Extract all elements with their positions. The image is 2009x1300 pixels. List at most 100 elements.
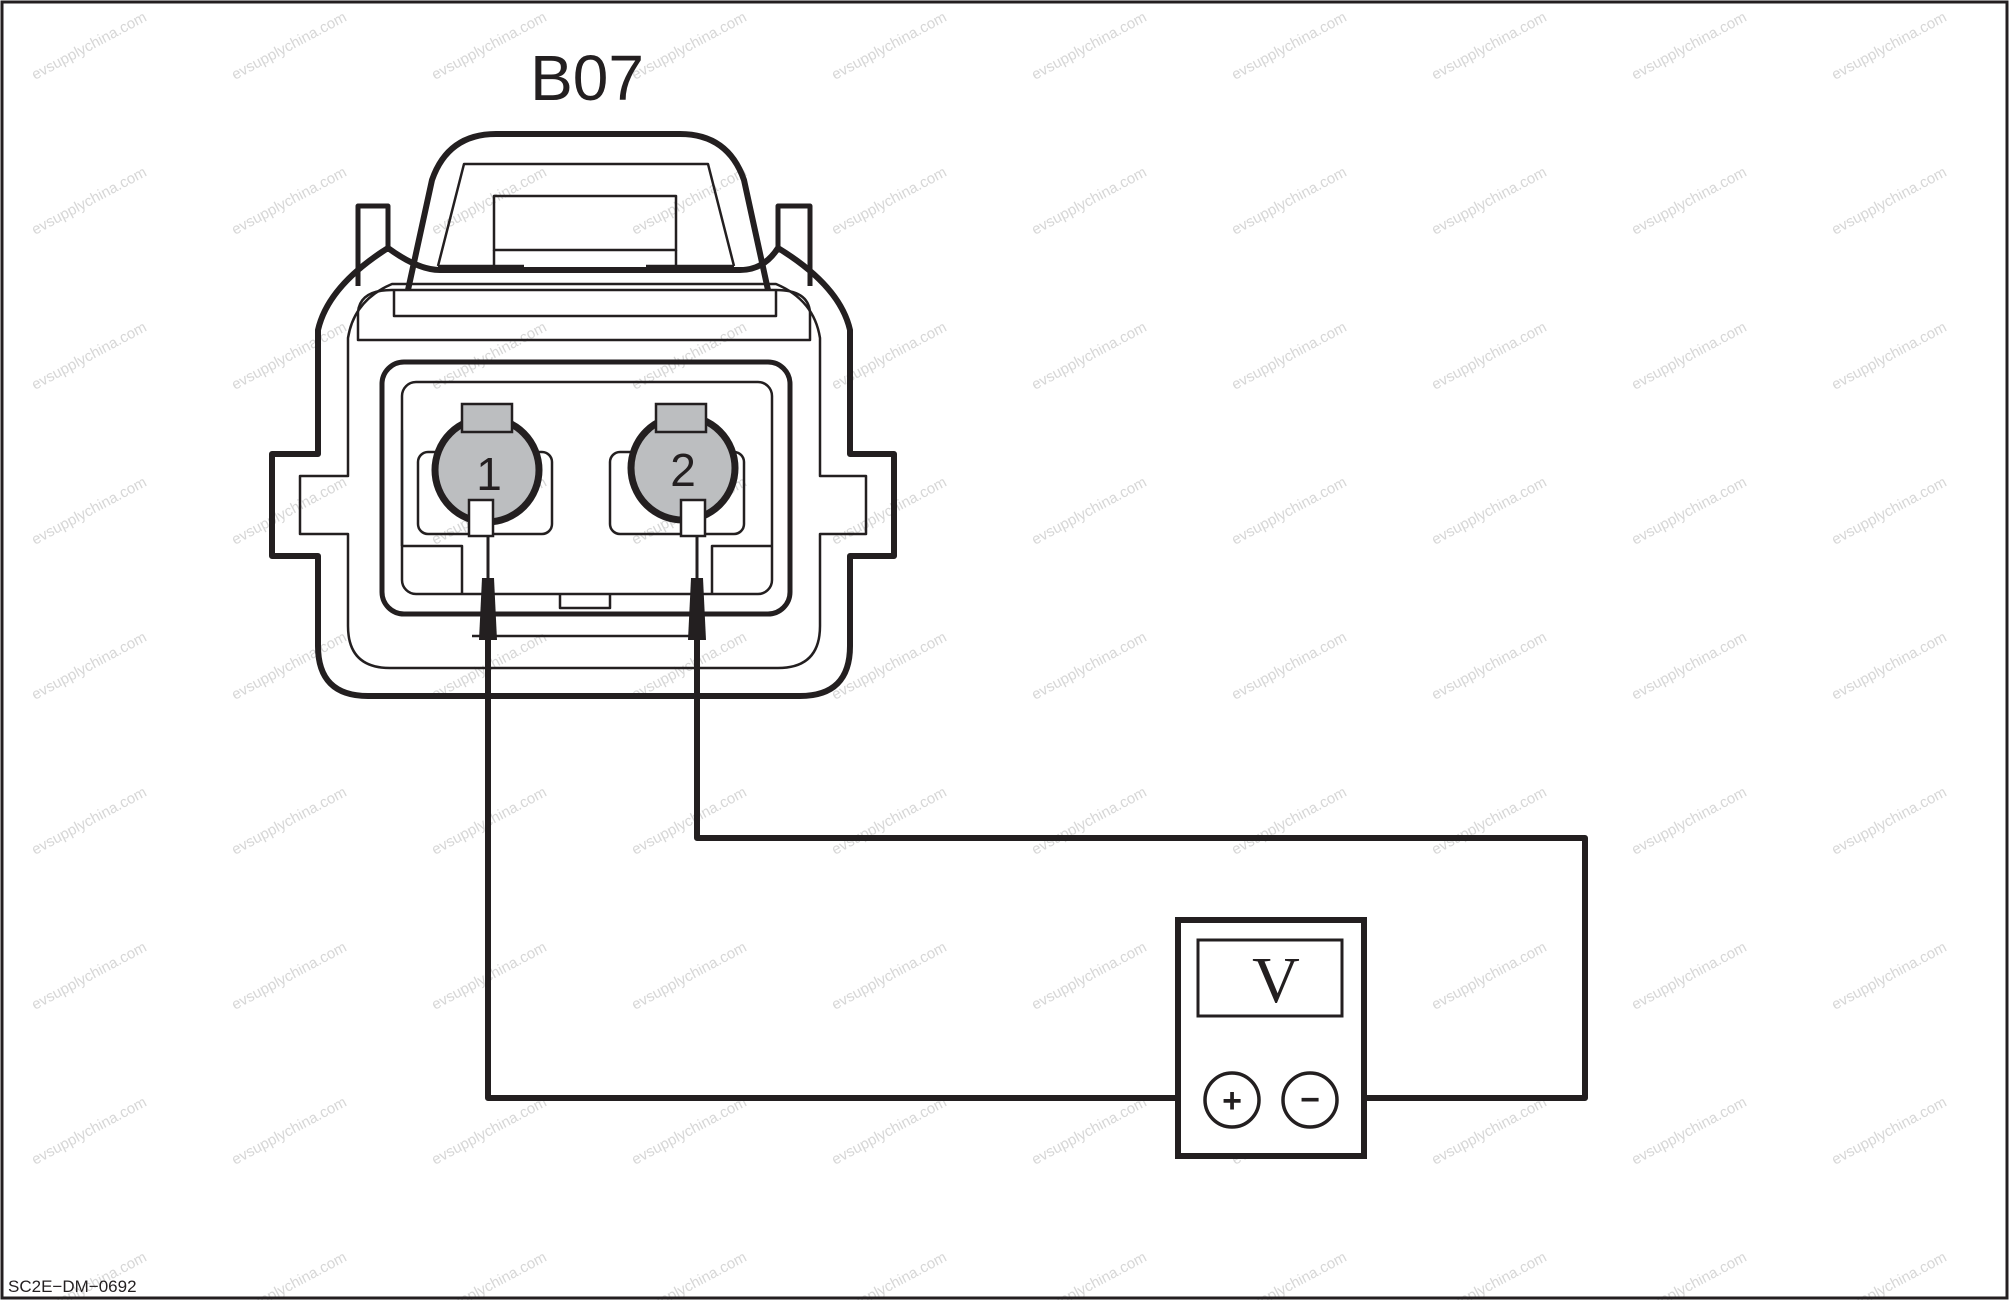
terminal-cavity bbox=[379, 359, 793, 617]
latch-inner bbox=[436, 162, 736, 267]
watermark-text: evsupplychina.com bbox=[1829, 319, 1950, 394]
watermark-text: evsupplychina.com bbox=[1029, 1249, 1150, 1300]
watermark-text: evsupplychina.com bbox=[1829, 1249, 1950, 1300]
watermark-text: evsupplychina.com bbox=[829, 474, 950, 549]
watermark-text: evsupplychina.com bbox=[829, 9, 950, 84]
watermark-text: evsupplychina.com bbox=[1829, 9, 1950, 84]
watermark-text: evsupplychina.com bbox=[1429, 784, 1550, 859]
latch-window bbox=[492, 194, 678, 252]
watermark-text: evsupplychina.com bbox=[1629, 939, 1750, 1014]
watermark-text: evsupplychina.com bbox=[29, 939, 150, 1014]
watermark-text: evsupplychina.com bbox=[1829, 629, 1950, 704]
watermark-text: evsupplychina.com bbox=[1629, 1249, 1750, 1300]
watermark-text: evsupplychina.com bbox=[1029, 164, 1150, 239]
watermark-text: evsupplychina.com bbox=[1229, 9, 1350, 84]
probe-pin-2 bbox=[688, 536, 706, 640]
watermark-text: evsupplychina.com bbox=[1429, 474, 1550, 549]
watermark-text: evsupplychina.com bbox=[1629, 9, 1750, 84]
watermark-text: evsupplychina.com bbox=[829, 784, 950, 859]
watermark-text: evsupplychina.com bbox=[1229, 319, 1350, 394]
watermark-text: evsupplychina.com bbox=[229, 9, 350, 84]
connector-latch bbox=[405, 131, 771, 291]
negative-terminal-sign: − bbox=[1300, 1081, 1320, 1119]
figure-id: SC2E−DM−0692 bbox=[8, 1277, 137, 1296]
watermark-text: evsupplychina.com bbox=[1429, 1249, 1550, 1300]
watermark-text: evsupplychina.com bbox=[29, 629, 150, 704]
watermark-text: evsupplychina.com bbox=[29, 164, 150, 239]
watermark-text: evsupplychina.com bbox=[1029, 319, 1150, 394]
wire-pin-1-to-positive bbox=[485, 640, 1205, 1101]
watermark-text: evsupplychina.com bbox=[1429, 164, 1550, 239]
watermark-text: evsupplychina.com bbox=[1029, 474, 1150, 549]
connector-label: B07 bbox=[530, 42, 644, 114]
watermark-text: evsupplychina.com bbox=[829, 1249, 950, 1300]
watermark-text: evsupplychina.com bbox=[1029, 784, 1150, 859]
watermark-text: evsupplychina.com bbox=[1229, 784, 1350, 859]
watermark-text: evsupplychina.com bbox=[1429, 629, 1550, 704]
pin-2-number: 2 bbox=[670, 444, 696, 496]
connector-housing bbox=[269, 245, 897, 699]
watermark-text: evsupplychina.com bbox=[1629, 164, 1750, 239]
watermark-text: evsupplychina.com bbox=[1629, 784, 1750, 859]
watermark-text: evsupplychina.com bbox=[1029, 629, 1150, 704]
watermark-text: evsupplychina.com bbox=[829, 939, 950, 1014]
voltmeter-display bbox=[1196, 938, 1344, 1018]
pin-1-number: 1 bbox=[476, 448, 502, 500]
watermark-text: evsupplychina.com bbox=[1629, 319, 1750, 394]
watermark-text: evsupplychina.com bbox=[229, 319, 350, 394]
watermark-text: evsupplychina.com bbox=[1629, 1094, 1750, 1169]
watermark-text: evsupplychina.com bbox=[1829, 164, 1950, 239]
watermark-text: evsupplychina.com bbox=[829, 164, 950, 239]
watermark-text: evsupplychina.com bbox=[829, 1094, 950, 1169]
watermark-text: evsupplychina.com bbox=[629, 939, 750, 1014]
positive-terminal-sign: + bbox=[1222, 1082, 1242, 1120]
watermark-text: evsupplychina.com bbox=[229, 1094, 350, 1169]
watermark-text: evsupplychina.com bbox=[429, 1094, 550, 1169]
right-guide-post bbox=[775, 203, 813, 286]
pin-1: 1 bbox=[416, 402, 554, 538]
watermark-text: evsupplychina.com bbox=[1029, 9, 1150, 84]
watermark-text: evsupplychina.com bbox=[1029, 939, 1150, 1014]
watermark-text: evsupplychina.com bbox=[29, 474, 150, 549]
watermark-text: evsupplychina.com bbox=[229, 629, 350, 704]
watermark-text: evsupplychina.com bbox=[1829, 474, 1950, 549]
watermark-text: evsupplychina.com bbox=[29, 1094, 150, 1169]
watermark-text: evsupplychina.com bbox=[1629, 474, 1750, 549]
watermark-text: evsupplychina.com bbox=[629, 164, 750, 239]
watermark-text: evsupplychina.com bbox=[1629, 629, 1750, 704]
watermark-text: evsupplychina.com bbox=[29, 9, 150, 84]
watermark-text: evsupplychina.com bbox=[629, 9, 750, 84]
wire-pin-2-to-negative bbox=[694, 640, 1588, 1101]
housing-inner-line bbox=[298, 282, 868, 670]
probe-pin-1 bbox=[479, 536, 497, 640]
negative-terminal bbox=[1281, 1071, 1339, 1129]
watermark-text: evsupplychina.com bbox=[229, 474, 350, 549]
watermark-text: evsupplychina.com bbox=[1829, 1094, 1950, 1169]
watermark-text: evsupplychina.com bbox=[229, 164, 350, 239]
watermark-text: evsupplychina.com bbox=[1429, 9, 1550, 84]
watermark-text: evsupplychina.com bbox=[429, 1249, 550, 1300]
watermark-text: evsupplychina.com bbox=[629, 1249, 750, 1300]
cavity-divider bbox=[558, 594, 612, 610]
watermark-text: evsupplychina.com bbox=[1229, 629, 1350, 704]
watermark-text: evsupplychina.com bbox=[229, 1249, 350, 1300]
watermark-text: evsupplychina.com bbox=[629, 784, 750, 859]
voltmeter-symbol: V bbox=[1252, 944, 1300, 1017]
left-guide-post bbox=[355, 203, 391, 286]
pin-2: 2 bbox=[608, 402, 746, 538]
watermark-text: evsupplychina.com bbox=[29, 784, 150, 859]
connector-b07 bbox=[269, 131, 897, 699]
watermark-text: evsupplychina.com bbox=[629, 1094, 750, 1169]
watermark-text: evsupplychina.com bbox=[1429, 939, 1550, 1014]
watermark-text: evsupplychina.com bbox=[1429, 1094, 1550, 1169]
watermark-text: evsupplychina.com bbox=[1229, 1249, 1350, 1300]
watermark-text: evsupplychina.com bbox=[229, 939, 350, 1014]
watermark-text: evsupplychina.com bbox=[29, 319, 150, 394]
watermark-text: evsupplychina.com bbox=[1829, 784, 1950, 859]
positive-terminal bbox=[1203, 1071, 1261, 1129]
watermark-text: evsupplychina.com bbox=[1829, 939, 1950, 1014]
watermark-text: evsupplychina.com bbox=[1229, 474, 1350, 549]
voltmeter: V + − bbox=[1175, 917, 1367, 1159]
